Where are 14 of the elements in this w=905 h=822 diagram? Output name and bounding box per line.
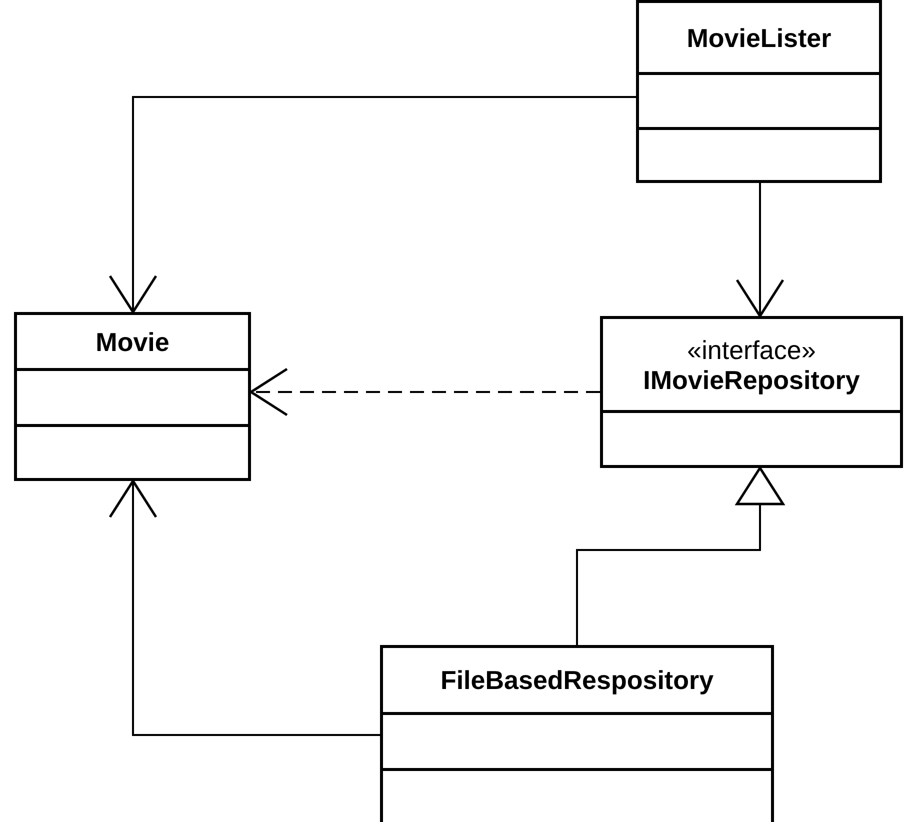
class-name: Movie (96, 326, 170, 356)
class-box (636, 0, 882, 183)
class-box (600, 316, 903, 468)
dependency-arrow (250, 368, 600, 416)
association-arrow (108, 480, 380, 736)
class-name: FileBasedRespository (440, 665, 714, 695)
class-box (14, 312, 251, 481)
class-name: IMovieRepository (643, 364, 860, 394)
class-name: MovieLister (686, 22, 832, 52)
stereotype-label: «interface» (687, 334, 816, 364)
association-arrow (736, 183, 784, 318)
association-arrow (108, 96, 636, 314)
generalization-arrow (576, 466, 784, 645)
class-box (380, 645, 774, 822)
